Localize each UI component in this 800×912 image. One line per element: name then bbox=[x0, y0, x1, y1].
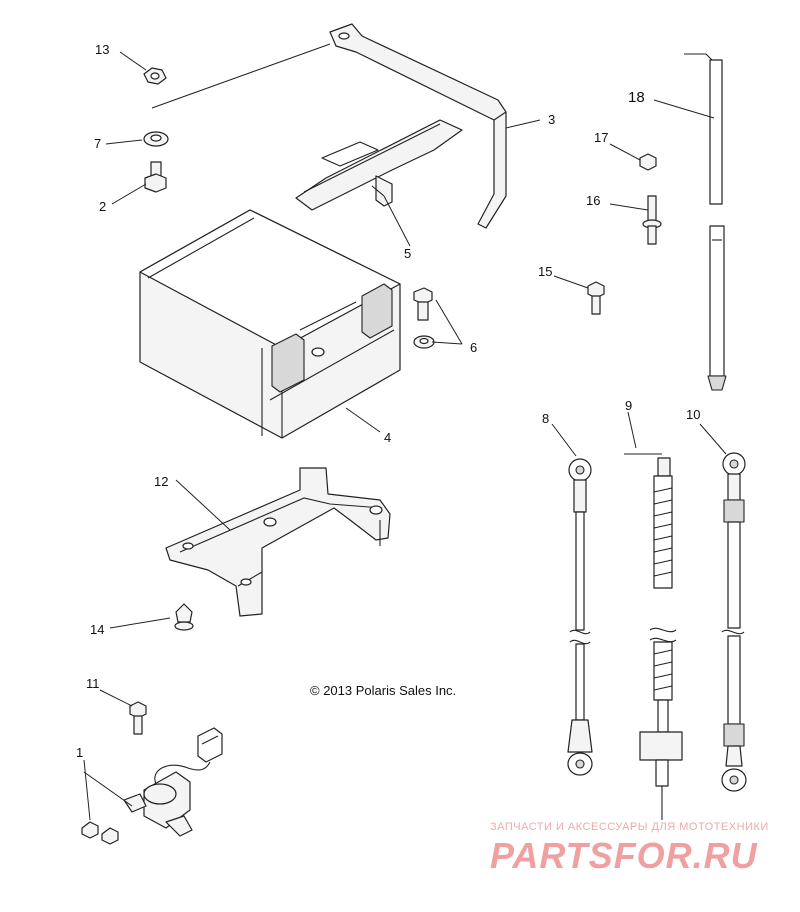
watermark-tagline: ЗАПЧАСТИ И АКСЕССУАРЫ ДЛЯ МОТОТЕХНИКИ bbox=[490, 821, 769, 833]
part-10-cable bbox=[721, 452, 747, 792]
part-7-washer bbox=[143, 131, 169, 147]
callout-15: 15 bbox=[538, 264, 552, 279]
watermark: ЗАПЧАСТИ И АКСЕССУАРЫ ДЛЯ МОТОТЕХНИКИ PA… bbox=[490, 821, 769, 876]
part-16-stud-bolt bbox=[642, 195, 662, 245]
leader-lines bbox=[83, 43, 727, 821]
callout-16: 16 bbox=[586, 193, 600, 208]
part-12-battery-tray bbox=[165, 467, 391, 617]
part-6-terminal-bolt-nut bbox=[413, 287, 435, 349]
callout-5: 5 bbox=[404, 246, 411, 261]
callout-4: 4 bbox=[384, 430, 391, 445]
callout-3: 3 bbox=[548, 112, 555, 127]
callout-10: 10 bbox=[686, 407, 700, 422]
callout-7: 7 bbox=[94, 136, 101, 151]
part-2-bolt bbox=[144, 161, 167, 193]
copyright-text: © 2013 Polaris Sales Inc. bbox=[310, 683, 456, 698]
part-1-starter-solenoid bbox=[81, 727, 223, 845]
callout-6: 6 bbox=[470, 340, 477, 355]
callout-14: 14 bbox=[90, 622, 104, 637]
callout-12: 12 bbox=[154, 474, 168, 489]
part-9-cable-with-sleeve bbox=[624, 453, 683, 820]
callout-13: 13 bbox=[95, 42, 109, 57]
part-8-cable bbox=[567, 458, 593, 776]
watermark-brand: PARTSFOR.RU bbox=[490, 835, 758, 876]
callout-9: 9 bbox=[625, 398, 632, 413]
part-17-nut bbox=[639, 153, 657, 171]
callout-2: 2 bbox=[99, 199, 106, 214]
part-4-battery bbox=[139, 209, 401, 439]
callout-18: 18 bbox=[628, 89, 645, 106]
part-11-bolt bbox=[129, 701, 147, 735]
part-13-nut bbox=[143, 67, 167, 85]
part-5-strap-pad bbox=[295, 119, 463, 211]
callout-17: 17 bbox=[594, 130, 608, 145]
callout-8: 8 bbox=[542, 411, 549, 426]
part-18-strap bbox=[684, 53, 727, 391]
callout-labels: 13 7 2 3 5 4 6 12 14 11 1 18 17 16 15 8 … bbox=[76, 42, 700, 760]
callout-11: 11 bbox=[86, 676, 100, 691]
part-14-push-rivet bbox=[174, 603, 194, 631]
part-3-hold-down-bracket bbox=[329, 23, 507, 229]
callout-1: 1 bbox=[76, 745, 83, 760]
part-15-bolt bbox=[587, 281, 605, 315]
